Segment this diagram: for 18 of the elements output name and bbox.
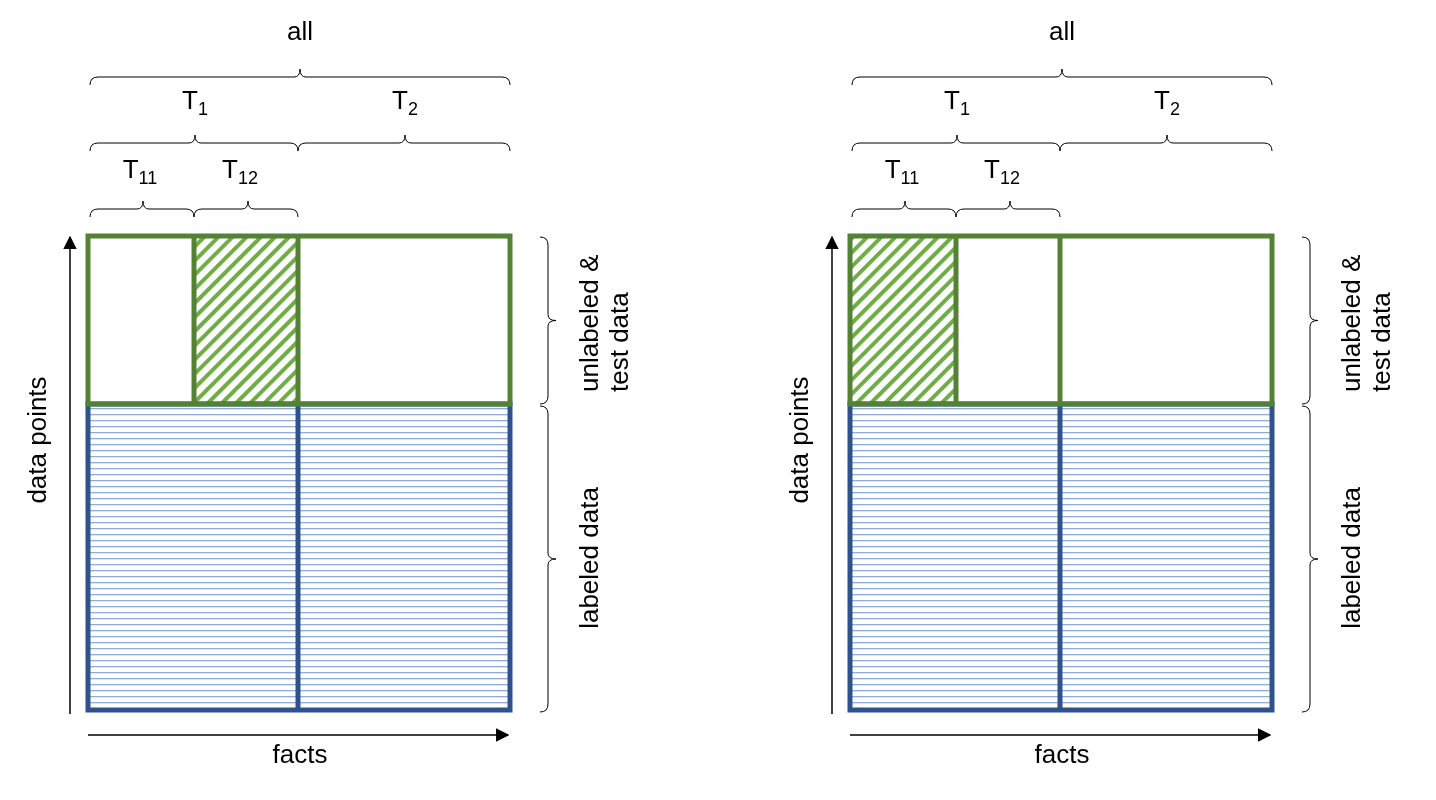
axis-label: data points bbox=[785, 376, 815, 504]
brace-label: T$_{12}$ bbox=[222, 155, 258, 189]
region-label: labeled data bbox=[575, 487, 605, 629]
region-label: labeled data bbox=[1337, 487, 1367, 629]
brace-label: T$_{1}$ bbox=[944, 86, 970, 120]
region-label: unlabeled & test data bbox=[1337, 253, 1397, 392]
brace-label: T$_{11}$ bbox=[884, 155, 920, 189]
brace-label: all bbox=[287, 17, 313, 47]
brace-label: T$_{11}$ bbox=[122, 155, 158, 189]
brace-label: T$_{12}$ bbox=[984, 155, 1020, 189]
brace-label: T$_{2}$ bbox=[1154, 86, 1180, 120]
axis-label: facts bbox=[272, 740, 328, 770]
brace-label: T$_{1}$ bbox=[182, 86, 208, 120]
axis-label: data points bbox=[23, 376, 53, 504]
brace-label: T$_{2}$ bbox=[392, 86, 418, 120]
axis-label: facts bbox=[1034, 740, 1090, 770]
brace-label: all bbox=[1049, 17, 1075, 47]
region-label: unlabeled & test data bbox=[575, 253, 635, 392]
